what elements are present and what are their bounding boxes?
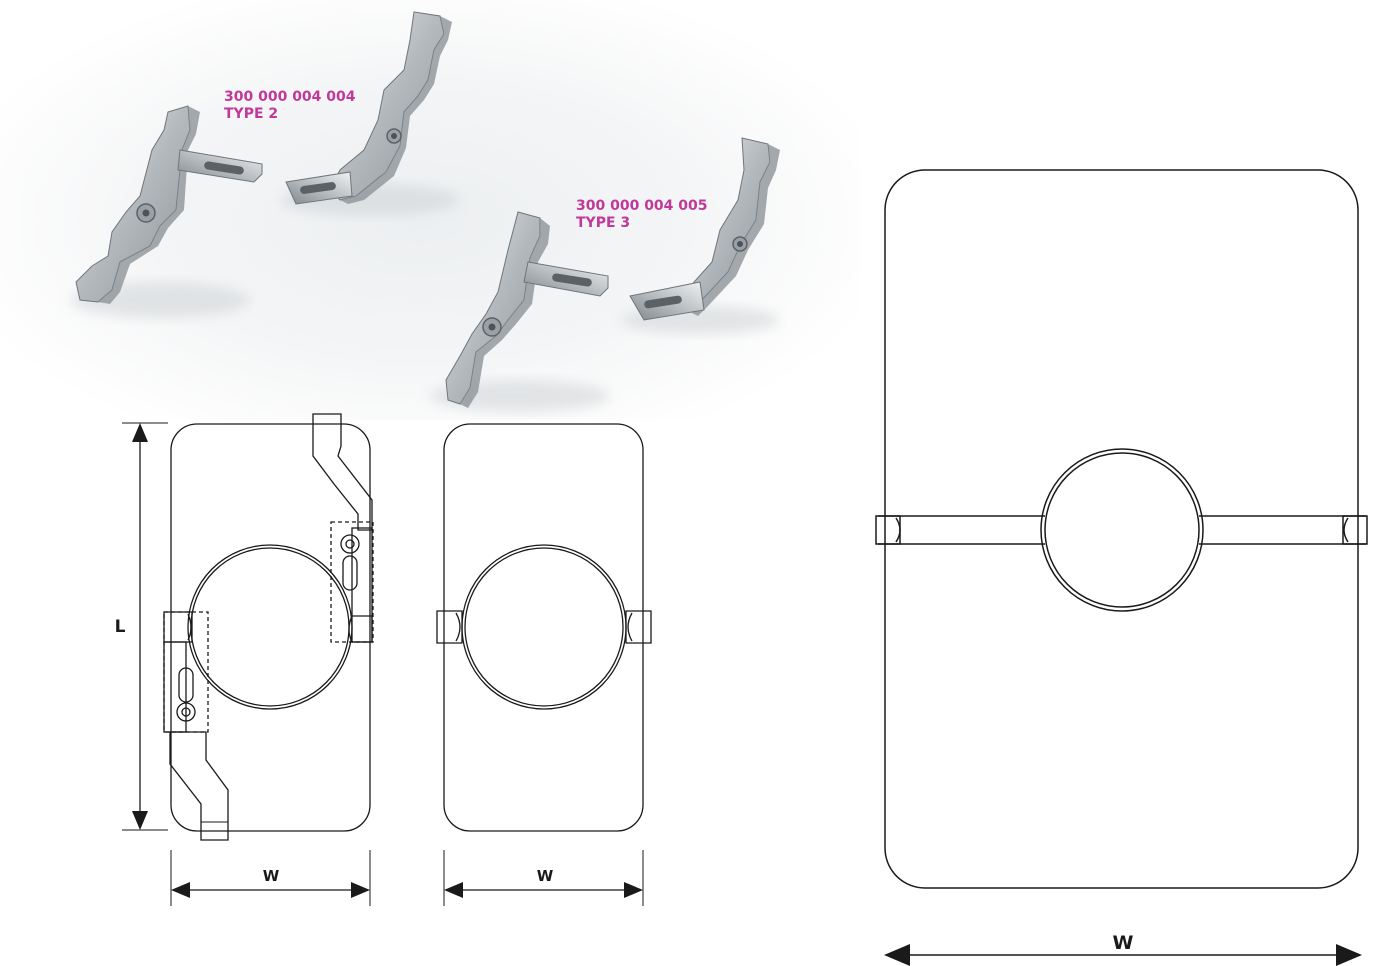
length-dimension xyxy=(122,422,168,831)
part-label-type3: 300 000 004 005 TYPE 3 xyxy=(576,198,708,232)
drawing-type2 xyxy=(163,413,374,841)
width-label-large: W xyxy=(1113,932,1134,954)
bracket-upper xyxy=(312,413,373,531)
drawing-type3 xyxy=(436,423,652,832)
part-type: TYPE 3 xyxy=(576,215,631,231)
width-label-type2: W xyxy=(263,867,280,885)
width-dimension-large xyxy=(884,944,1362,966)
screw-lower xyxy=(176,702,196,722)
width-dimension-type3 xyxy=(443,850,644,906)
drawing-large xyxy=(875,169,1368,889)
strap-left xyxy=(878,515,1045,545)
clip-left xyxy=(436,610,463,644)
round-cutout xyxy=(1040,448,1204,612)
width-label-type3: W xyxy=(537,867,554,885)
part-code: 300 000 004 005 xyxy=(576,198,708,214)
round-cutout xyxy=(187,544,353,710)
enclosure-outline xyxy=(443,423,644,832)
round-cutout xyxy=(461,544,627,710)
screw-upper xyxy=(340,534,360,554)
clip-right xyxy=(1342,515,1368,545)
bracket-type3-left xyxy=(430,211,610,412)
enclosure-outline xyxy=(170,423,371,832)
part-label-type2: 300 000 004 004 TYPE 2 xyxy=(224,89,356,123)
clip-left xyxy=(875,515,901,545)
bracket-type2-left xyxy=(70,105,263,318)
part-code: 300 000 004 004 xyxy=(224,89,356,105)
strap-right xyxy=(1199,515,1366,545)
bracket-type3-right xyxy=(620,137,780,334)
part-type: TYPE 2 xyxy=(224,106,279,122)
enclosure-outline xyxy=(884,169,1359,889)
width-dimension-type2 xyxy=(170,850,371,906)
clip-right xyxy=(625,610,652,644)
length-label: L xyxy=(115,617,126,637)
bracket-type2-right xyxy=(280,11,460,216)
